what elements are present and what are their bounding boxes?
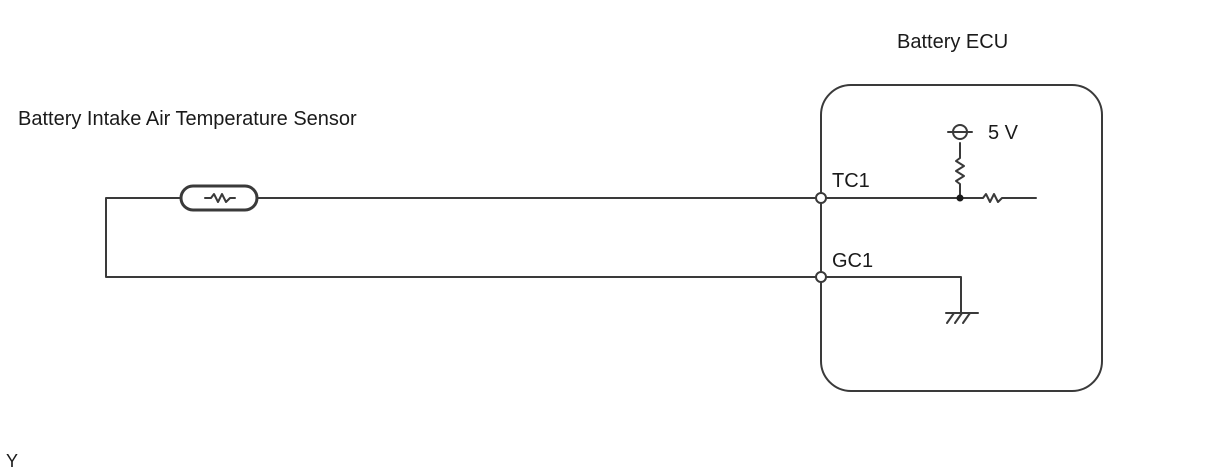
sensor-thermistor-icon — [204, 193, 236, 203]
supply-voltage-label: 5 V — [988, 122, 1019, 144]
figure-code: Y — [6, 451, 19, 471]
sensor-title: Battery Intake Air Temperature Sensor — [18, 108, 357, 130]
tc1-internal-wire — [825, 193, 1037, 203]
terminal-gc1-icon — [815, 271, 827, 283]
ecu-title: Battery ECU — [897, 31, 1009, 53]
pullup-resistor-icon — [955, 142, 965, 199]
sensor-body — [179, 184, 259, 212]
sensor-signal-wire-left — [105, 197, 817, 278]
pin-gc1-label: GC1 — [832, 250, 874, 272]
terminal-tc1-icon — [815, 192, 827, 204]
gc1-internal-wire — [825, 276, 962, 314]
pin-tc1-label: TC1 — [832, 170, 870, 192]
ecu-box — [820, 84, 1103, 392]
ground-icon — [945, 312, 979, 324]
junction-dot-icon — [956, 194, 964, 202]
